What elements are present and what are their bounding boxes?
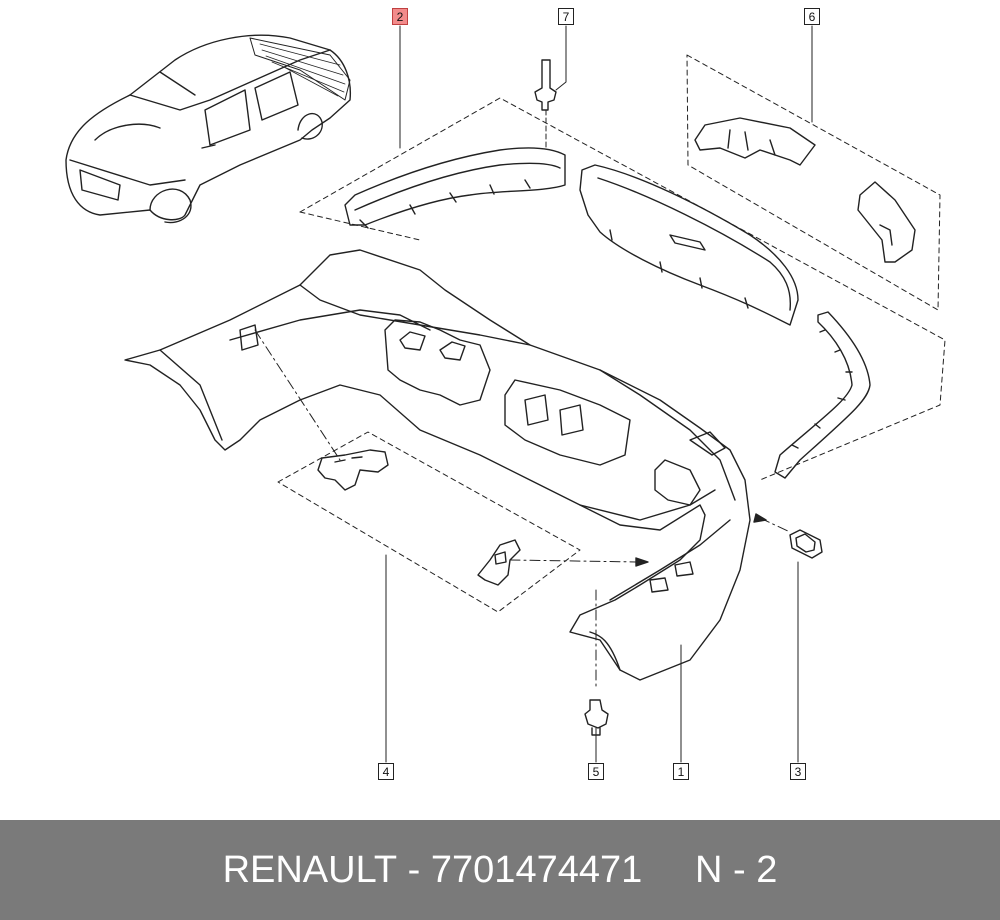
spacer	[642, 849, 695, 892]
page-ref: N - 2	[695, 848, 778, 891]
assembly-lines	[254, 329, 791, 691]
side-strip	[774, 311, 871, 479]
part-4-brackets	[317, 449, 521, 586]
part-1-bumper	[124, 249, 751, 681]
part-6-brackets	[694, 117, 916, 263]
callout-6: 6	[804, 8, 820, 25]
rear-cover-strip	[579, 164, 799, 326]
callout-5: 5	[588, 763, 604, 780]
separator: -	[397, 848, 431, 891]
callout-7: 7	[558, 8, 574, 25]
part-3-cap	[789, 529, 823, 559]
footer-banner: RENAULT - 7701474471 N - 2	[0, 820, 1000, 920]
callout-3: 3	[790, 763, 806, 780]
car-illustration	[65, 34, 352, 224]
callout-1: 1	[673, 763, 689, 780]
part-2-upper-strip	[344, 147, 566, 229]
brand-name: RENAULT	[222, 848, 398, 891]
part-7-clip	[534, 59, 557, 151]
callout-2: 2	[392, 8, 408, 25]
part-number: 7701474471	[430, 848, 643, 891]
parts-diagram	[65, 25, 946, 763]
callout-4: 4	[378, 763, 394, 780]
leader-lines	[385, 25, 813, 763]
